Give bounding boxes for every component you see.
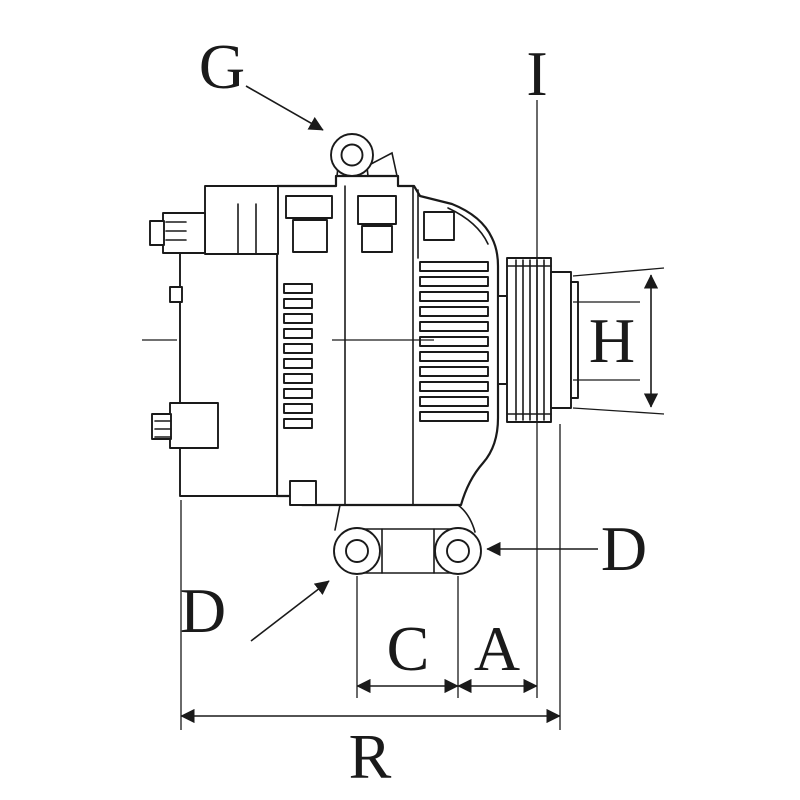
label-r: R	[349, 721, 392, 792]
label-c: C	[387, 613, 430, 684]
centerlines	[142, 100, 538, 698]
mount-lug-left-hole	[345, 539, 369, 563]
cooling-fin	[283, 328, 313, 339]
cooling-fin	[419, 381, 489, 392]
label-i: I	[526, 38, 547, 109]
connector-block	[204, 185, 279, 255]
cooling-fin	[419, 321, 489, 332]
terminal-block-upper	[162, 212, 206, 254]
brush-holder-block	[357, 195, 397, 225]
bottom-left-block	[289, 480, 317, 506]
shaft-spacer	[497, 295, 508, 385]
terminal-stud-lower	[151, 413, 172, 440]
regulator-block	[292, 219, 328, 253]
extension-line-h-bottom	[572, 407, 665, 415]
rear-housing	[179, 252, 278, 497]
cooling-fin	[419, 396, 489, 407]
regulator-block	[285, 195, 333, 219]
cooling-fin	[419, 366, 489, 377]
top-lug-side-bracket	[370, 151, 398, 177]
terminal-block-lower	[169, 402, 219, 449]
label-h: H	[589, 305, 635, 376]
top-lug-hole	[340, 143, 364, 167]
brush-holder-block	[361, 225, 393, 253]
lug-connection-left	[334, 504, 341, 531]
dimension-lines	[180, 85, 665, 730]
cooling-fin	[419, 411, 489, 422]
cooling-fin	[283, 403, 313, 414]
cooling-fin	[283, 388, 313, 399]
label-d-right: D	[601, 513, 647, 584]
pulley-end-face	[570, 281, 579, 399]
cooling-fins-left	[283, 283, 313, 429]
cooling-fin	[419, 306, 489, 317]
cooling-fin	[419, 261, 489, 272]
cooling-fin	[283, 373, 313, 384]
alternator-body	[149, 133, 579, 575]
leader-line-g	[245, 85, 324, 131]
cooling-fin	[419, 351, 489, 362]
cooling-fin	[419, 291, 489, 302]
pulley-collar	[550, 271, 572, 409]
rear-housing-tab	[169, 286, 183, 303]
cooling-fin	[283, 313, 313, 324]
cooling-fin	[419, 336, 489, 347]
cooling-fin	[419, 276, 489, 287]
terminal-stud-upper	[149, 220, 165, 246]
cooling-fin	[283, 343, 313, 354]
label-a: A	[474, 613, 520, 684]
mount-lug-right-hole	[446, 539, 470, 563]
cooling-fin	[283, 283, 313, 294]
label-g: G	[199, 31, 245, 102]
label-d-left: D	[180, 575, 226, 646]
top-right-block	[423, 211, 455, 241]
extension-line-h-top	[572, 267, 665, 277]
cooling-fin	[283, 358, 313, 369]
cooling-fin	[283, 298, 313, 309]
housing-curve-seam	[447, 207, 489, 245]
cooling-fin	[283, 418, 313, 429]
cooling-fins-right	[419, 261, 489, 422]
lug-connection-right	[457, 504, 476, 533]
leader-line-d-left	[250, 580, 330, 642]
dimension-labels: G I H D D C A R	[180, 31, 647, 792]
